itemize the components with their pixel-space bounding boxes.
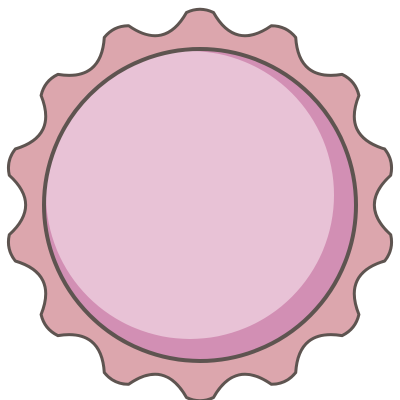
badge-disc-inner [46,51,334,339]
badge-disc-outline [42,47,358,363]
